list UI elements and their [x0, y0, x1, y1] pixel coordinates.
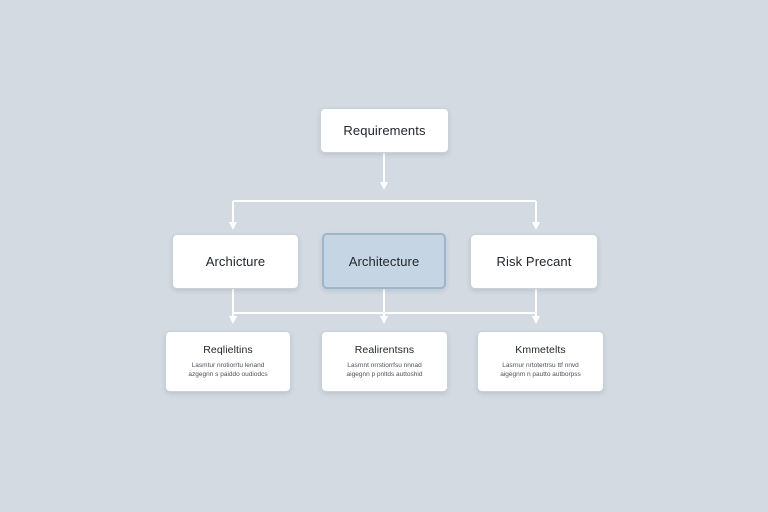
node-title: Requirements — [343, 123, 426, 138]
node-title: Reqlieltins — [203, 344, 253, 356]
node-reqlieltins[interactable]: Reqlieltins Lasmtur nrotiorrtu lenand az… — [165, 331, 291, 392]
node-title: Archicture — [205, 254, 266, 269]
node-title: Architecture — [348, 253, 420, 269]
node-title: Realirentsns — [354, 344, 415, 356]
node-risk-precant[interactable]: Risk Precant — [470, 234, 598, 289]
node-realirentsns[interactable]: Realirentsns Lasrnnt nrrstiorrfsu nnnad … — [321, 331, 448, 392]
node-description: Lasmtur nrotiorrtu lenand azgegnn s paid… — [188, 362, 268, 378]
node-title: Risk Precant — [496, 254, 572, 269]
node-requirements[interactable]: Requirements — [320, 108, 449, 153]
node-description: Lasrnur nrtotertrsu ttf nnvd aigegnm n p… — [500, 362, 581, 378]
node-description: Lasrnnt nrrstiorrfsu nnnad aigegnn p pnl… — [346, 362, 423, 378]
node-archicture[interactable]: Archicture — [172, 234, 299, 289]
node-architecture-selected[interactable]: Architecture — [322, 233, 446, 289]
node-kmmetelts[interactable]: Kmmetelts Lasrnur nrtotertrsu ttf nnvd a… — [477, 331, 604, 392]
node-title: Kmmetelts — [515, 344, 566, 356]
